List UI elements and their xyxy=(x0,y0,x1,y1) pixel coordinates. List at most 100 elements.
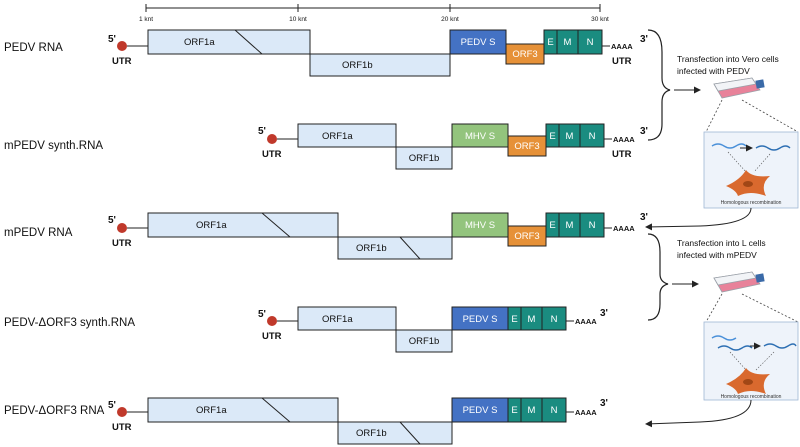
orf1a-box xyxy=(147,29,311,55)
orf1a-box xyxy=(147,212,339,238)
n-label: N xyxy=(551,405,558,416)
mhv-s-label: MHV S xyxy=(465,131,495,142)
pedv-s-label: PEDV S xyxy=(463,405,498,416)
pedv-s-label: PEDV S xyxy=(463,314,498,325)
genome-row-pedv-dorf3-rna: PEDV-ΔORF3 RNA 5' UTR ORF1a ORF1b PEDV S… xyxy=(4,397,608,445)
orf1a-label: ORF1a xyxy=(322,314,353,325)
utr-label: UTR xyxy=(262,331,282,342)
return-arrow xyxy=(645,399,752,428)
five-prime-label: 5' xyxy=(258,309,266,320)
five-prime-label: 5' xyxy=(108,34,116,45)
e-label: E xyxy=(549,131,555,142)
orf1b-label: ORF1b xyxy=(409,153,440,164)
scale-tick-label: 30 knt xyxy=(591,16,609,23)
cap-icon xyxy=(267,316,277,326)
poly-a-label: AAAA xyxy=(575,408,597,417)
orf1b-box xyxy=(309,53,451,77)
flask-icon xyxy=(713,271,765,293)
orf1a-label: ORF1a xyxy=(196,405,227,416)
inset-caption: Homologous recombination xyxy=(721,200,782,206)
row-label: PEDV-ΔORF3 RNA xyxy=(4,405,105,417)
scale-tick-label: 1 knt xyxy=(139,16,153,23)
e-label: E xyxy=(547,37,553,48)
row-label: PEDV RNA xyxy=(4,42,63,54)
cap-icon xyxy=(117,41,127,51)
genome-row-pedv-rna: PEDV RNA 5' UTR ORF1a ORF1b PEDV S ORF3 … xyxy=(4,29,648,77)
return-arrow xyxy=(645,207,752,231)
e-label: E xyxy=(511,405,517,416)
n-label: N xyxy=(587,37,594,48)
rna-strand-icon xyxy=(717,345,753,351)
genome-row-mpedv-synth-rna: mPEDV synth.RNA 5' UTR ORF1a ORF1b MHV S… xyxy=(4,123,648,170)
mhv-s-label: MHV S xyxy=(465,220,495,231)
scale-bar: 1 knt 10 knt 20 knt 30 knt xyxy=(139,4,609,23)
three-prime-label: 3' xyxy=(600,308,608,319)
row-label: PEDV-ΔORF3 synth.RNA xyxy=(4,317,135,329)
bracket-icon xyxy=(647,29,671,141)
n-box xyxy=(541,306,567,331)
three-prime-label: 3' xyxy=(640,212,648,223)
n-label: N xyxy=(551,314,558,325)
pedv-s-box xyxy=(449,29,507,55)
orf1a-box xyxy=(297,123,397,148)
orf1a-label: ORF1a xyxy=(184,37,215,48)
step-text-line2: infected with PEDV xyxy=(677,66,750,76)
orf1b-label: ORF1b xyxy=(356,243,387,254)
row-label: mPEDV synth.RNA xyxy=(4,140,103,152)
scale-tick-label: 10 knt xyxy=(289,16,307,23)
rna-strand-icon xyxy=(711,335,737,341)
rna-strand-icon xyxy=(763,343,797,349)
orf1a-label: ORF1a xyxy=(196,220,227,231)
pedv-s-label: PEDV S xyxy=(461,37,496,48)
rna-strand-icon xyxy=(711,143,747,149)
n-box xyxy=(577,29,603,55)
orf1b-label: ORF1b xyxy=(409,336,440,347)
n-box xyxy=(579,212,605,238)
utr-label: UTR xyxy=(612,56,632,67)
poly-a-label: AAAA xyxy=(575,317,597,326)
m-label: M xyxy=(528,314,536,325)
flask-icon xyxy=(713,77,765,99)
scale-tick-label: 20 knt xyxy=(441,16,459,23)
cap-icon xyxy=(117,407,127,417)
m-label: M xyxy=(564,37,572,48)
inset-caption: Homologous recombination xyxy=(721,394,782,400)
utr-label: UTR xyxy=(112,238,132,249)
five-prime-label: 5' xyxy=(108,400,116,411)
step-text-line1: Transfection into Vero cells xyxy=(677,54,779,64)
orf1b-box xyxy=(337,421,453,445)
three-prime-label: 3' xyxy=(640,34,648,45)
orf1b-label: ORF1b xyxy=(356,428,387,439)
orf1a-label: ORF1a xyxy=(322,131,353,142)
orf3-label: ORF3 xyxy=(514,231,539,242)
n-box xyxy=(541,397,567,423)
m-label: M xyxy=(528,405,536,416)
e-label: E xyxy=(511,314,517,325)
step-text-line2: infected with mPEDV xyxy=(677,250,757,260)
cap-icon xyxy=(267,134,277,144)
step-text-line1: Transfection into L cells xyxy=(677,238,766,248)
orf1b-box xyxy=(395,146,453,170)
orf1a-box xyxy=(297,306,397,331)
row-label: mPEDV RNA xyxy=(4,227,73,239)
orf1b-label: ORF1b xyxy=(342,60,373,71)
n-label: N xyxy=(589,220,596,231)
orf1b-box xyxy=(395,329,453,353)
orf3-label: ORF3 xyxy=(514,141,539,152)
utr-label: UTR xyxy=(112,422,132,433)
step-l-cells-transfection: Transfection into L cells infected with … xyxy=(645,233,799,428)
mhv-s-box xyxy=(451,212,509,238)
utr-label: UTR xyxy=(612,149,632,160)
orf1a-box xyxy=(147,397,339,423)
m-label: M xyxy=(566,220,574,231)
bracket-icon xyxy=(647,233,669,321)
cap-icon xyxy=(117,223,127,233)
step-vero-transfection: Transfection into Vero cells infected wi… xyxy=(645,29,799,231)
orf1b-box xyxy=(337,236,453,260)
utr-label: UTR xyxy=(112,56,132,67)
poly-a-label: AAAA xyxy=(613,224,635,233)
poly-a-label: AAAA xyxy=(611,42,633,51)
m-label: M xyxy=(566,131,574,142)
orf3-label: ORF3 xyxy=(512,49,537,60)
